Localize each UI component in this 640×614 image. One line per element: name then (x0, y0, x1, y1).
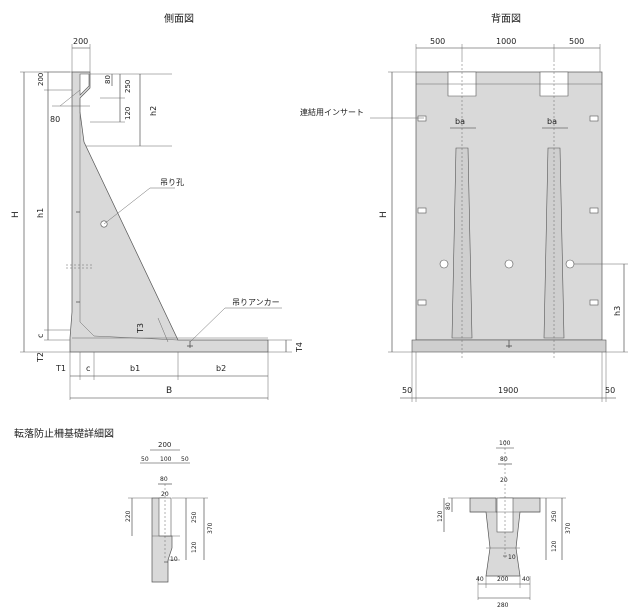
back-view-title: 背面図 (491, 12, 521, 25)
detail-right-280: 280 (497, 602, 509, 609)
back-dim-1900: 1900 (498, 386, 518, 395)
detail-right-80: 80 (500, 456, 508, 463)
side-view-title: 側面図 (164, 12, 194, 25)
detail-right: 100 80 20 80 120 250 120 370 10 40 200 4… (437, 440, 572, 609)
lifting-anchor-icon (506, 340, 512, 348)
side-view: 吊り孔 吊りアンカー 200 200 80 80 250 120 h2 (11, 37, 304, 400)
detail-left-10: 10 (170, 556, 178, 563)
back-dim-ba-left: ba (455, 117, 465, 126)
side-dim-b1: b1 (130, 364, 140, 373)
side-dim-c-vert: c (36, 334, 45, 338)
lifting-hole-label: 吊り孔 (160, 178, 184, 187)
side-dim-top-width: 200 (73, 37, 88, 46)
back-view: 連結用インサート 500 1000 500 ba ba H h3 50 1900 (300, 37, 628, 402)
lifting-anchor-icon (187, 341, 193, 348)
back-dim-H: H (379, 211, 389, 218)
detail-left: 200 50 100 50 80 20 220 250 120 370 10 (125, 441, 214, 583)
side-dim-T3: T3 (136, 323, 145, 334)
detail-left-50b: 50 (181, 456, 189, 463)
back-rib-left (451, 147, 473, 339)
back-dim-50-right: 50 (605, 386, 615, 395)
side-dim-T2: T2 (36, 352, 45, 363)
side-post-slot (79, 73, 90, 96)
detail-left-20: 20 (161, 491, 169, 498)
detail-left-80: 80 (160, 476, 168, 483)
side-dim-80-left: 80 (50, 115, 60, 124)
side-dim-b2: b2 (216, 364, 226, 373)
detail-left-370: 370 (207, 522, 214, 534)
insert-icon (417, 299, 427, 306)
back-view-panel (415, 71, 603, 341)
side-dim-200: 200 (37, 73, 45, 86)
back-dim-50-left: 50 (402, 386, 412, 395)
detail-left-250: 250 (191, 511, 198, 523)
side-dim-B: B (166, 386, 172, 396)
back-dim-500-left: 500 (430, 37, 445, 46)
insert-icon (589, 207, 599, 214)
detail-right-80v: 80 (445, 502, 452, 510)
back-dim-ba-right: ba (547, 117, 557, 126)
detail-right-40a: 40 (476, 576, 484, 583)
side-view-body (69, 71, 269, 353)
lifting-anchor-label: 吊りアンカー (232, 298, 280, 307)
back-rib-right (543, 147, 565, 339)
insert-icon (417, 115, 427, 122)
detail-right-20: 20 (500, 477, 508, 484)
detail-right-100: 100 (499, 440, 511, 447)
detail-right-200: 200 (497, 576, 509, 583)
side-dim-250: 250 (124, 80, 132, 93)
side-dim-T1: T1 (55, 364, 66, 373)
side-dim-T4: T4 (295, 342, 304, 353)
detail-title: 転落防止柵基礎詳細図 (14, 427, 114, 440)
detail-right-250: 250 (551, 510, 558, 522)
lifting-hole-icon (565, 259, 575, 269)
detail-left-220: 220 (125, 510, 132, 522)
side-dim-c-horiz: c (86, 364, 90, 373)
detail-right-370: 370 (565, 522, 572, 534)
side-dim-h2: h2 (149, 106, 158, 116)
detail-right-slot (496, 497, 514, 533)
lifting-hole-icon (439, 259, 449, 269)
back-dim-h3: h3 (613, 306, 622, 316)
detail-left-100: 100 (160, 456, 172, 463)
insert-label: 連結用インサート (300, 107, 364, 117)
detail-right-10: 10 (508, 554, 516, 561)
insert-icon (589, 115, 599, 122)
insert-icon (589, 299, 599, 306)
side-dim-80-top: 80 (104, 75, 112, 84)
back-dim-500-right: 500 (569, 37, 584, 46)
detail-right-120v: 120 (437, 510, 444, 522)
back-dim-1000: 1000 (496, 37, 516, 46)
side-dim-120: 120 (124, 107, 132, 120)
side-dim-h1: h1 (36, 208, 45, 218)
detail-left-120: 120 (191, 541, 198, 553)
detail-left-50a: 50 (141, 456, 149, 463)
side-dim-H: H (11, 211, 21, 218)
detail-left-200: 200 (158, 441, 171, 449)
insert-icon (417, 207, 427, 214)
lifting-hole-icon (504, 259, 514, 269)
detail-right-40b: 40 (522, 576, 530, 583)
detail-right-120: 120 (551, 540, 558, 552)
